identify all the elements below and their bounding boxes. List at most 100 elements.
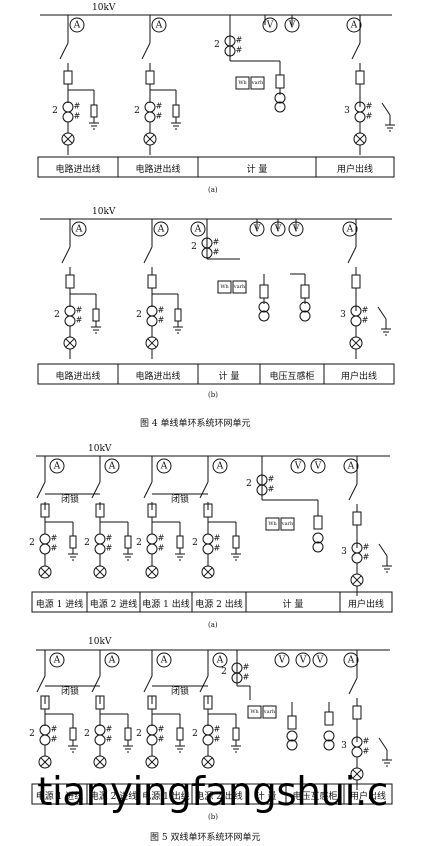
energy-meter-label: Wh <box>220 284 229 290</box>
ct-mark: # <box>213 238 220 247</box>
current-transformer-icon <box>39 543 51 555</box>
meter-symbol: A <box>160 656 168 666</box>
voltage-transformer-icon <box>258 310 270 322</box>
meter-icon <box>71 221 87 237</box>
meter-symbol: A <box>347 656 355 666</box>
ct-mark: # <box>362 316 369 325</box>
ct-number: 2 <box>84 729 90 739</box>
current-transformer-icon <box>94 543 106 555</box>
arrester-icon <box>176 535 184 549</box>
indicator-lamp-icon <box>201 755 215 769</box>
energy-meter-box <box>265 517 280 531</box>
meter-icon <box>342 221 358 237</box>
meter-symbol: V <box>266 21 274 31</box>
current-transformer-icon <box>354 111 366 123</box>
switch-blade-icon <box>199 675 209 693</box>
cell-label: 计 量 <box>246 165 268 175</box>
energy-meter-box <box>250 76 265 90</box>
interlock-label: 闭锁 <box>171 493 189 505</box>
ct-mark: # <box>74 112 81 121</box>
energy-meter-box <box>262 705 277 719</box>
ct-number: 2 <box>54 310 60 320</box>
energy-meter-label: Wh <box>238 80 247 86</box>
ct-mark: # <box>214 735 221 744</box>
ct-mark: # <box>363 737 370 746</box>
energy-meter-label: Wh <box>268 521 277 527</box>
fuse-icon <box>352 705 362 720</box>
ct-mark: # <box>158 306 165 315</box>
cell-label: 用户出线 <box>347 600 384 610</box>
ct-number: 2 <box>52 106 58 116</box>
voltage-transformer-icon <box>274 92 286 104</box>
cell-label: 电压互感柜 <box>269 372 315 382</box>
meter-symbol: A <box>216 656 224 666</box>
meter-icon <box>343 652 359 668</box>
switch-blade-icon <box>143 675 153 693</box>
cell-label: 用户出线 <box>340 372 377 382</box>
cell-label: 计 量 <box>255 792 277 802</box>
indicator-lamp-icon <box>145 565 159 579</box>
ct-mark: # <box>51 735 58 744</box>
meter-symbol: A <box>350 21 358 31</box>
lamp-cross <box>95 567 105 577</box>
meter-symbol: V <box>278 656 286 666</box>
fuse-icon <box>324 711 334 726</box>
voltage-transformer-icon <box>286 739 298 751</box>
switch-blade-icon <box>143 481 153 499</box>
voltage-transformer-icon <box>274 101 286 113</box>
indicator-lamp-icon <box>201 565 215 579</box>
fuse-icon <box>147 274 157 289</box>
voltage-transformer-icon <box>323 739 335 751</box>
ct-mark: # <box>106 534 113 543</box>
current-transformer-icon <box>39 734 51 746</box>
arrester-icon <box>124 727 132 741</box>
cell-label: 计 量 <box>282 600 304 610</box>
ct-number: 2 <box>136 538 142 548</box>
current-transformer-icon <box>201 247 213 259</box>
ct-mark: # <box>76 316 83 325</box>
meter-symbol: V <box>294 462 302 472</box>
current-transformer-icon <box>64 305 76 317</box>
meter-icon <box>104 458 120 474</box>
switch-blade-icon <box>59 42 69 60</box>
meter-symbol: A <box>157 225 165 235</box>
ct-mark: # <box>366 102 373 111</box>
arrester-icon <box>174 308 182 322</box>
switch-blade-icon <box>61 246 71 264</box>
meter-symbol: A <box>194 225 202 235</box>
indicator-lamp-icon <box>93 565 107 579</box>
ct-mark: # <box>214 534 221 543</box>
lamp-cross <box>352 769 362 779</box>
arrester-icon <box>172 104 180 118</box>
earth-switch-icon <box>378 737 388 751</box>
ct-number: 2 <box>221 667 227 677</box>
meter-icon <box>270 221 286 237</box>
ct-mark: # <box>74 102 81 111</box>
current-transformer-icon <box>202 533 214 545</box>
meter-icon <box>156 652 172 668</box>
cell-label: 电源 1 出线 <box>142 600 190 610</box>
lamp-cross <box>351 338 361 348</box>
current-transformer-icon <box>94 734 106 746</box>
ct-mark: # <box>236 46 243 55</box>
arrester-icon <box>232 535 240 549</box>
voltage-transformer-icon <box>323 730 335 742</box>
meter-icon <box>310 458 326 474</box>
energy-meter-label: Wh <box>250 709 259 715</box>
lamp-cross <box>95 757 105 767</box>
ct-mark: # <box>158 544 165 553</box>
fuse-icon <box>65 274 75 289</box>
meter-icon <box>312 652 328 668</box>
cell-label: 电源 1 出线 <box>142 792 190 802</box>
lamp-cross <box>65 338 75 348</box>
current-transformer-icon <box>144 111 156 123</box>
cell-row-frame <box>31 783 393 805</box>
ct-mark: # <box>363 543 370 552</box>
cell-label: 电路进出线 <box>55 372 101 382</box>
subfigure-label: (b) <box>208 391 218 399</box>
cell-label: 电路进出线 <box>135 165 181 175</box>
current-transformer-icon <box>351 552 363 564</box>
cell-label: 电压互感柜 <box>292 792 338 802</box>
fuse-icon <box>355 70 365 85</box>
